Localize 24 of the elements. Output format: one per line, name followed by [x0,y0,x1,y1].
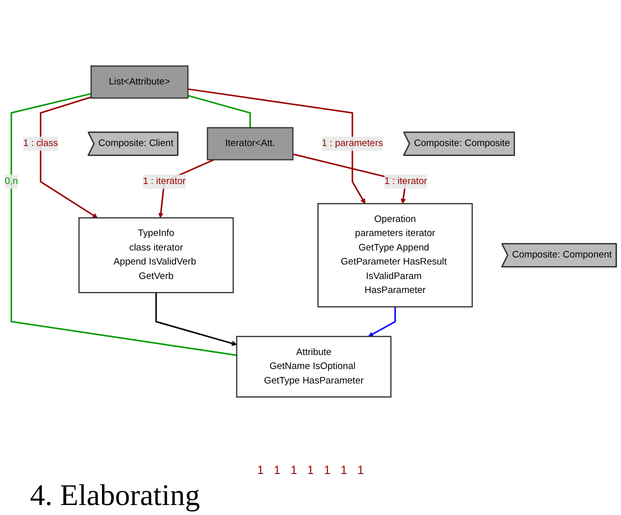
node-box: Iterator<Att. [206,127,294,160]
multiplicity-label: 1 [274,463,280,477]
edge-label: 1 : iterator [143,176,186,186]
multiplicity-label: 1 [357,463,364,477]
arrow [368,306,396,337]
connector [188,94,251,128]
edge-label: 1 : parameters [322,138,383,148]
edge-label: 0,n [4,176,18,186]
multiplicity-label: 1 [290,463,298,477]
arrow [155,292,237,346]
node-box: TypeInfo class iterator Append IsValidVerb GetVerb [78,217,234,294]
multiplicity-label: 1 [324,463,331,477]
arrow [188,88,366,204]
node-box: Operation parameters iterator GetType Append GetParameter HasResult IsValidParam HasParameter [317,203,473,308]
edge-label: 1 : iterator [384,176,428,186]
node-box: List<Attribute> [90,65,188,99]
connector [10,92,237,356]
multiplicity-label: 1 [340,463,348,477]
caption: 4. Elaborating [29,478,201,514]
multiplicity-label: 1 [257,463,264,477]
edge-label: 1 : class [23,138,58,148]
node-box: Attribute GetName IsOptional GetType HasParameter [236,336,392,398]
multiplicity-label: 1 [307,463,314,477]
arrow [40,96,98,218]
